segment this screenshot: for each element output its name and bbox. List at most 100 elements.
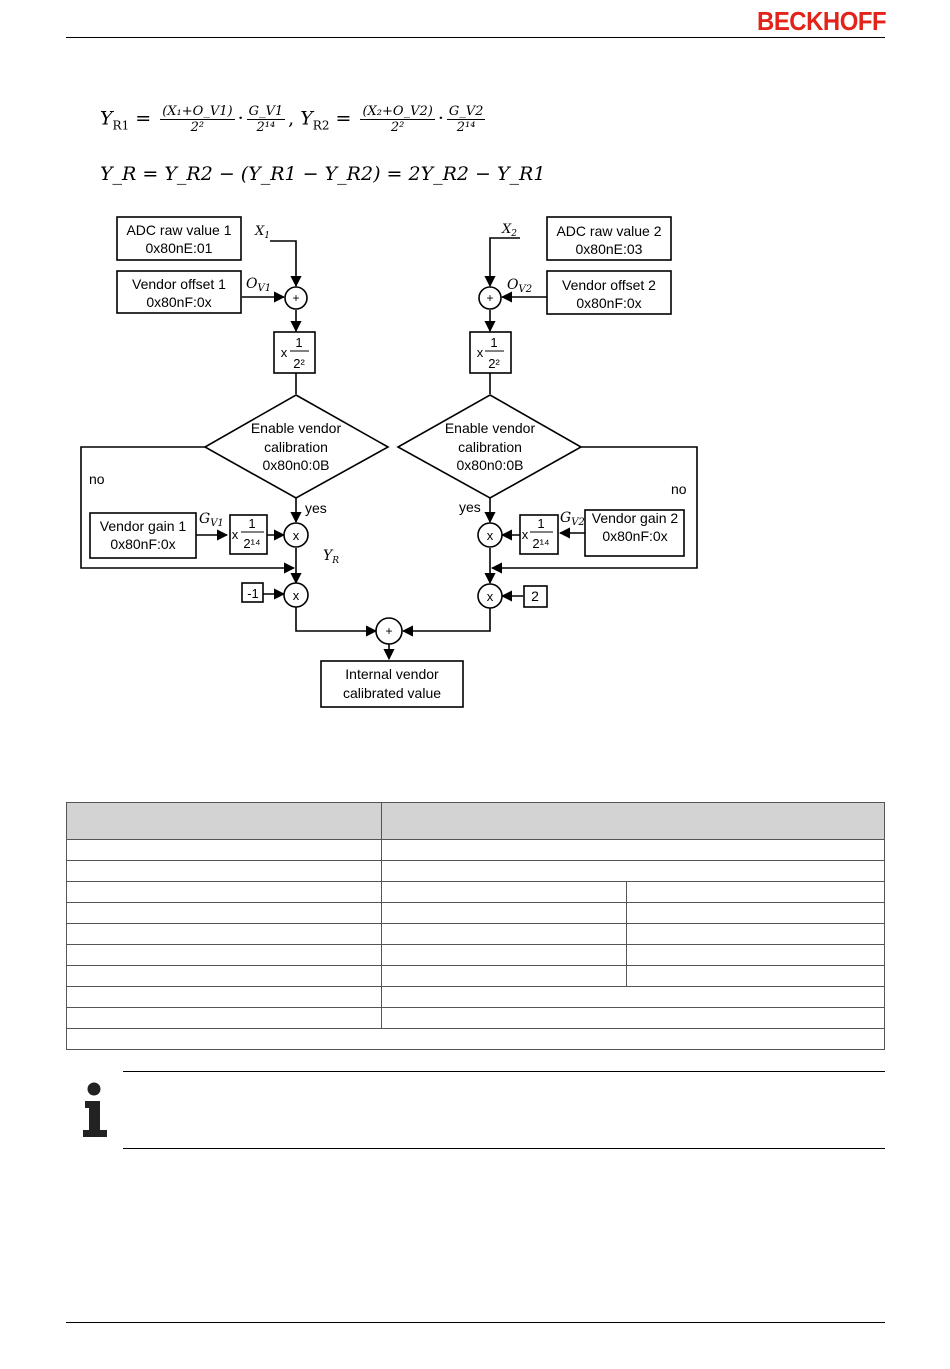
fraction: (X₁+O_V1)2² — [160, 104, 235, 135]
times-symbol: x — [487, 589, 494, 604]
scale-x: x — [281, 345, 288, 360]
adc-raw-value-1-box — [116, 216, 242, 261]
scale-box-left — [273, 331, 316, 374]
multiply-node-left — [283, 522, 309, 548]
table-cell — [626, 944, 885, 966]
gain2-index: 0x80nF:0x — [602, 528, 667, 544]
sum-node-right — [478, 286, 502, 310]
table-cell — [66, 839, 382, 861]
svg-text:X2: X2 — [501, 222, 517, 239]
vendor-gain-1-box — [89, 512, 197, 559]
fraction-numerator: 1 — [248, 516, 255, 531]
sum-node-left — [284, 286, 308, 310]
enable1-line1: Enable vendor — [251, 420, 342, 436]
gain-scale-box-left — [229, 514, 268, 555]
constant-two: 2 — [531, 588, 539, 604]
gain1-label: Vendor gain 1 — [100, 518, 187, 534]
fraction-denominator: 2¹⁴ — [243, 536, 260, 551]
times-symbol: x — [487, 528, 494, 543]
table-cell — [380, 986, 886, 1008]
yr-var: Y — [323, 548, 334, 564]
svg-text:GV2: GV2 — [560, 510, 585, 528]
scale-x: x — [522, 527, 529, 542]
vendor-offset-1-box — [116, 270, 242, 314]
output-line2: calibrated value — [343, 685, 441, 701]
table-cell — [380, 860, 886, 882]
table-row — [66, 1028, 885, 1050]
x2-var: X — [501, 222, 512, 237]
table-header-row — [66, 802, 886, 840]
svg-text:OV1: OV1 — [246, 276, 271, 294]
formula-y: Y — [100, 107, 113, 130]
table-row — [66, 965, 885, 987]
vendor-gain-2-box — [584, 509, 685, 557]
table-cell — [66, 1007, 382, 1029]
fraction-numerator: 1 — [295, 335, 302, 350]
multiply-node-right-2 — [477, 583, 503, 609]
table-cell — [66, 986, 382, 1008]
gain2-label: Vendor gain 2 — [592, 510, 679, 526]
scale-x: x — [477, 345, 484, 360]
table-cell — [66, 881, 382, 903]
offset1-index: 0x80nF:0x — [146, 294, 211, 310]
table-cell — [626, 902, 885, 924]
table-cell — [626, 923, 885, 945]
info-icon — [83, 1082, 107, 1137]
table-cell — [626, 881, 885, 903]
enable2-line2: calibration — [458, 439, 522, 455]
footer-rule — [66, 1322, 885, 1323]
enable2-index: 0x80n0:0B — [457, 457, 524, 473]
gain1-index: 0x80nF:0x — [110, 536, 175, 552]
enable-calibration-decision-left — [203, 394, 390, 499]
constant-minus-one-box — [241, 582, 264, 603]
ov2-var: O — [507, 277, 519, 293]
no-label-right: no — [671, 481, 687, 497]
table-row — [66, 881, 885, 903]
vendor-offset-2-box — [546, 270, 672, 315]
table-row — [66, 902, 885, 924]
gv1-var: G — [199, 511, 210, 527]
output-line1: Internal vendor — [345, 666, 439, 682]
svg-text:X1: X1 — [254, 224, 270, 241]
scale-x: x — [232, 527, 239, 542]
table-row — [66, 986, 886, 1008]
svg-text:YR: YR — [323, 548, 339, 566]
adc-raw-value-2-box — [546, 216, 672, 261]
fraction-denominator: 2² — [488, 356, 500, 371]
offset2-index: 0x80nF:0x — [576, 295, 641, 311]
note-top-rule — [123, 1071, 885, 1072]
adc2-index: 0x80nE:03 — [576, 241, 643, 257]
adc2-label: ADC raw value 2 — [556, 223, 661, 239]
beckhoff-logo: BECKHOFF — [757, 6, 887, 36]
table-cell — [380, 881, 628, 903]
multiply-node-left-2 — [283, 582, 309, 608]
enable1-index: 0x80n0:0B — [263, 457, 330, 473]
gain-scale-box-right — [519, 514, 559, 555]
yes-label-left: yes — [305, 500, 327, 516]
table-cell — [380, 1007, 886, 1029]
yes-label-right: yes — [459, 499, 481, 515]
formula-sub: R1 — [112, 118, 130, 133]
no-label-left: no — [89, 471, 105, 487]
formula-y: Y — [300, 107, 313, 130]
plus-symbol: + — [292, 291, 299, 305]
sum-node-output — [375, 617, 403, 645]
x1-var: X — [254, 224, 265, 239]
fraction-denominator: 2¹⁴ — [532, 536, 549, 551]
adc1-label: ADC raw value 1 — [126, 222, 231, 238]
table-cell — [380, 802, 886, 840]
calibration-flow-diagram: ADC raw value 1 0x80nE:01 ADC raw value … — [80, 216, 698, 708]
table-cell — [626, 965, 885, 987]
table-cell — [66, 923, 382, 945]
offset2-label: Vendor offset 2 — [562, 277, 656, 293]
times-symbol: x — [293, 528, 300, 543]
table-cell — [66, 944, 382, 966]
adc1-index: 0x80nE:01 — [146, 240, 213, 256]
scale-box-right — [469, 331, 512, 374]
note-bottom-rule — [123, 1148, 885, 1149]
header-rule — [66, 37, 885, 38]
table-cell — [66, 1028, 885, 1050]
constant-minus-one: -1 — [247, 586, 259, 601]
